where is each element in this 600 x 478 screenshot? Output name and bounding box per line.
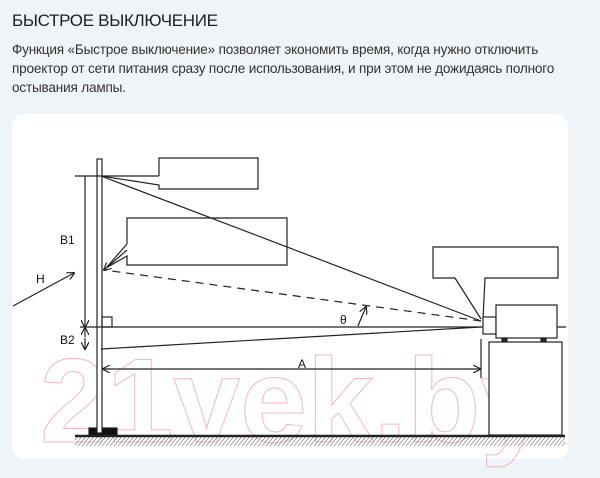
top-callout — [100, 157, 259, 190]
diagram-card — [12, 114, 568, 459]
ground-hatch — [75, 437, 565, 446]
screen — [96, 158, 103, 434]
screen-base — [88, 427, 118, 436]
lower-ray — [100, 326, 482, 350]
h-arrow — [12, 273, 74, 307]
projector-table — [488, 341, 563, 436]
section-description: Функция «Быстрое выключение» позволяет э… — [12, 42, 555, 95]
dashed-ray — [103, 269, 482, 322]
label-b1: B1 — [60, 233, 75, 247]
label-h: H — [36, 272, 45, 286]
theta-arc — [357, 307, 366, 327]
label-b2: B2 — [60, 333, 75, 347]
section-title: БЫСТРОЕ ВЫКЛЮЧЕНИЕ — [12, 11, 218, 30]
label-theta: θ — [340, 313, 347, 327]
projector-body — [495, 304, 558, 339]
upper-ray — [100, 175, 482, 322]
watermark: 21vek.by — [40, 334, 547, 468]
projector-lens — [482, 316, 497, 335]
middle-callout — [105, 217, 288, 269]
right-angle-mark — [101, 316, 113, 328]
label-a: A — [298, 357, 306, 371]
right-callout — [432, 246, 559, 320]
